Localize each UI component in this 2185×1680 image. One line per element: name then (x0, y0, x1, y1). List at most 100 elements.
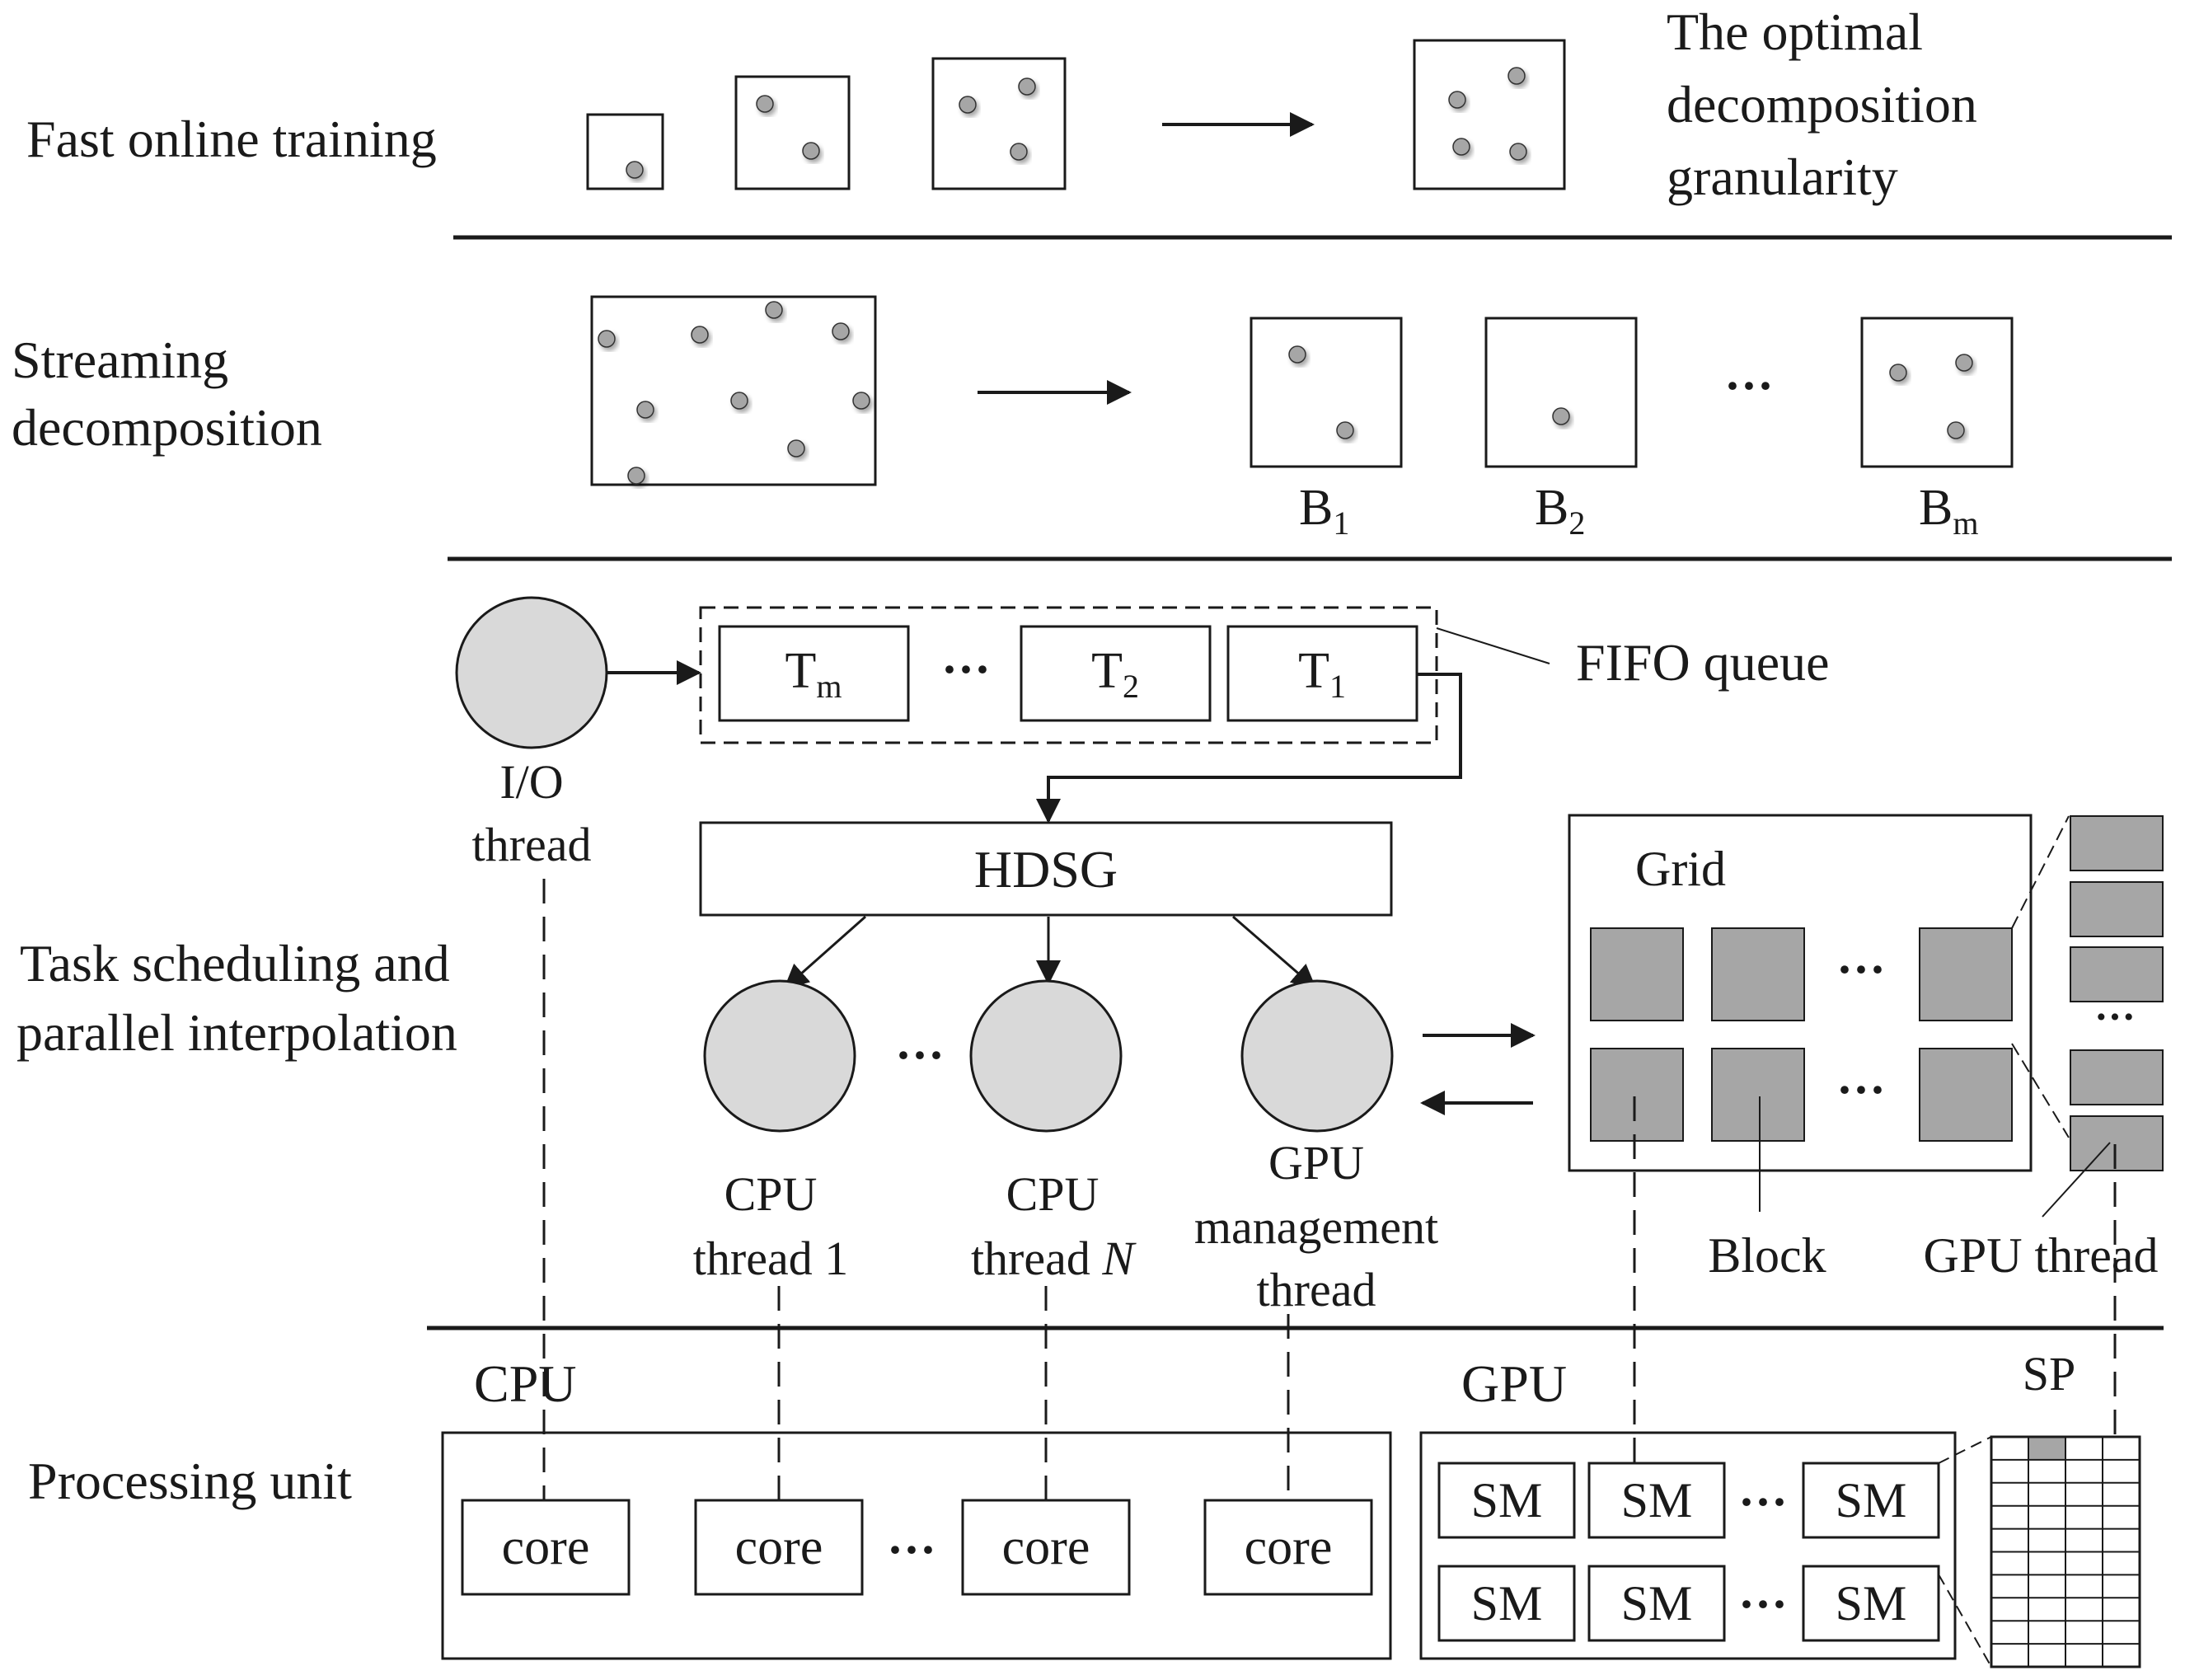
cpu-core-label: core (735, 1519, 823, 1575)
sm-label: SM (1836, 1576, 1907, 1631)
mapping-lines (542, 879, 2117, 1500)
grid-block (1919, 927, 2013, 1021)
cpu-core-label: core (1002, 1519, 1090, 1575)
sample-point (852, 392, 870, 410)
sm-label: SM (1621, 1473, 1693, 1527)
sample-point (1452, 138, 1470, 156)
gpu-label: GPU (1461, 1354, 1567, 1413)
grid-ellipsis-top: ··· (1836, 942, 1886, 997)
gpu-thread-leader-line (2042, 1142, 2111, 1218)
sample-point (730, 392, 748, 410)
sub-block-ellipsis: ··· (1724, 359, 1774, 413)
block-label: Block (1708, 1228, 1826, 1283)
grid-block (1590, 927, 1684, 1021)
sm-label: SM (1836, 1473, 1907, 1527)
task-t2-label: T2 (1091, 643, 1139, 705)
io-thread-label-2: thread (472, 818, 592, 871)
gpu-thread-cell (2070, 881, 2164, 937)
training-trial-box-2 (734, 75, 851, 190)
hdsg-to-cpu1-arrow (783, 915, 866, 989)
sample-point (1507, 67, 1526, 85)
cpu-thread-1-label-2: thread 1 (693, 1232, 848, 1285)
cpu-thread-1-label-1: CPU (724, 1167, 818, 1221)
sub-block-b2 (1484, 317, 1638, 468)
section-label-processing: Processing unit (28, 1452, 352, 1510)
grid-block (1590, 1048, 1684, 1142)
sample-point (765, 301, 783, 319)
sub-block-label-b2: B2 (1535, 480, 1585, 542)
hdsg-box (699, 821, 1393, 917)
task-tm: Tm (718, 625, 910, 722)
fifo-queue-leader (1436, 627, 1550, 664)
sample-point (756, 95, 774, 113)
cpu-thread-n-circle (969, 979, 1123, 1133)
optimal-granularity-label-3: granularity (1667, 148, 1898, 206)
sample-point (626, 161, 644, 179)
fifo-queue-label: FIFO queue (1576, 633, 1830, 692)
gpu-thread-label: GPU thread (1924, 1228, 2159, 1283)
task-t1-label: T1 (1298, 643, 1346, 705)
sample-point (1336, 421, 1354, 439)
sm-unit: SM (1437, 1462, 1576, 1539)
sm-unit: SM (1802, 1565, 1940, 1642)
sample-point (1552, 407, 1570, 425)
sm-label: SM (1621, 1576, 1693, 1631)
sample-point (636, 401, 654, 419)
gpu-management-label-1: GPU (1268, 1136, 1364, 1190)
queue-to-hdsg-arrow (1036, 673, 1462, 824)
sm-unit: SM (1437, 1565, 1576, 1642)
gpu-management-label-2: management (1194, 1200, 1438, 1254)
grid-label: Grid (1635, 842, 1726, 896)
sample-point (1010, 143, 1028, 161)
cpu-thread-n-label-2: thread N (971, 1232, 1137, 1285)
sample-point (1889, 364, 1907, 382)
grid-block (1711, 927, 1805, 1021)
sample-point (1018, 77, 1036, 96)
sample-point (802, 142, 820, 160)
cpu-core-label: core (1245, 1519, 1333, 1575)
sm-ellipsis-top: ··· (1738, 1475, 1788, 1529)
cpu-core-2: core (694, 1499, 864, 1596)
sample-point (787, 439, 805, 458)
gpu-thread-cell (2070, 1115, 2164, 1171)
grid-block (1919, 1048, 2013, 1142)
training-trial-box-1 (586, 113, 664, 190)
sp-label: SP (2023, 1347, 2076, 1401)
sample-point (1947, 421, 1965, 439)
sm-label: SM (1471, 1473, 1543, 1527)
fifo-queue-frame (699, 606, 1438, 744)
stream-input-region (590, 295, 877, 486)
io-thread-circle (455, 596, 608, 749)
section-label-streaming: Streaming (12, 331, 228, 389)
sp-cell-highlight (2028, 1437, 2065, 1460)
cpu-thread-n-label-1: CPU (1006, 1167, 1100, 1221)
cpu-label: CPU (474, 1354, 577, 1413)
optimal-granularity-label-1: The optimal (1667, 2, 1923, 61)
sp-grid (1990, 1435, 2141, 1668)
cpu-core-1: core (461, 1499, 631, 1596)
sp-zoom-line-top (1938, 1436, 1992, 1464)
zoom-line-bottom (2011, 1043, 2070, 1138)
sample-point (691, 326, 709, 344)
sample-point (1509, 143, 1527, 161)
sm-ellipsis-bottom: ··· (1738, 1577, 1788, 1631)
grid-ellipsis-bottom: ··· (1836, 1063, 1886, 1117)
cpu-core-ellipsis: ··· (887, 1523, 936, 1577)
sm-unit: SM (1587, 1462, 1726, 1539)
grid-block (1711, 1048, 1805, 1142)
sub-block-label-bm: Bm (1919, 480, 1978, 542)
gpu-thread-ellipsis: ··· (2094, 993, 2136, 1039)
training-trial-box-3 (931, 57, 1067, 190)
hdsg-label: HDSG (974, 840, 1118, 899)
task-t1: T1 (1226, 625, 1418, 722)
sample-point (598, 330, 616, 348)
section-label-training: Fast online training (26, 110, 437, 168)
sample-point (1288, 345, 1306, 364)
cpu-core-4: core (1203, 1499, 1373, 1596)
sm-unit: SM (1587, 1565, 1726, 1642)
io-thread-label-1: I/O (499, 755, 563, 809)
section-label-scheduling: Task scheduling and (20, 934, 450, 993)
cpu-core-label: core (502, 1519, 590, 1575)
gpu-thread-cell (2070, 1049, 2164, 1105)
